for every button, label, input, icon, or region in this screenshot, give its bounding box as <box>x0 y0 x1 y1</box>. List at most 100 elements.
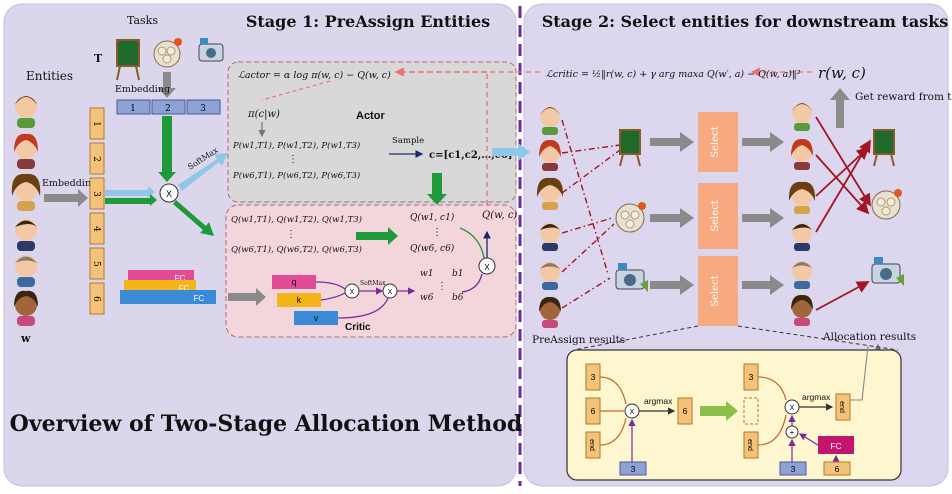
inset-left-tokens: 3 6 end <box>585 363 601 459</box>
attn-mult-label: X <box>388 289 393 296</box>
tasks-label: Tasks <box>127 14 158 27</box>
qk-mult-label: X <box>350 289 355 296</box>
inset-token: 3 <box>585 363 601 391</box>
inset-right-tokens: 3 end <box>743 363 759 459</box>
final-dumplings-icon <box>871 189 902 220</box>
entity-avatar-1 <box>15 96 37 128</box>
entity-avatar-6 <box>14 290 38 326</box>
s2-board-icon <box>619 129 641 167</box>
inset-plus-label: + <box>790 428 795 437</box>
k-block: k <box>277 293 321 307</box>
q-block: q <box>272 275 316 289</box>
svg-text:2: 2 <box>165 104 171 114</box>
entity-token: 1 <box>89 107 105 140</box>
inset-panel <box>566 349 902 481</box>
entity-token: 2 <box>89 142 105 175</box>
s2-entity-3 <box>536 177 564 210</box>
critic-w6: w6 <box>420 293 434 303</box>
inset-mult-1-label: X <box>630 409 635 416</box>
critic-w1: w1 <box>420 269 433 279</box>
critic-q-row1: Q(w1,T1), Q(w1,T2), Q(w1,T3) <box>231 214 362 225</box>
svg-text:3: 3 <box>749 372 754 382</box>
svg-text:q: q <box>291 277 296 287</box>
svg-text:3: 3 <box>591 372 596 382</box>
qk-path <box>315 281 346 301</box>
v-block: v <box>294 311 338 325</box>
task-embedding-box: 3 <box>186 99 221 115</box>
critic-q-row2: Q(w6,T1), Q(w6,T2), Q(w6,T3) <box>231 244 362 255</box>
svg-text:4: 4 <box>91 226 101 232</box>
svg-text:end: end <box>746 439 753 451</box>
inset-fc-box: FC <box>818 436 854 454</box>
task-embedding-row: 1 2 3 <box>116 99 221 115</box>
entity-embedding-arrow <box>44 189 88 207</box>
s2-entity-6 <box>539 296 561 328</box>
critic-b1: b1 <box>452 269 464 279</box>
s2-entity-1 <box>540 107 560 135</box>
alloc-entity-1 <box>792 103 812 131</box>
sample-to-critic-arrow <box>427 173 447 205</box>
entity-token: 3 <box>89 177 105 210</box>
select-outputs <box>742 132 784 295</box>
svg-text:2: 2 <box>91 156 101 162</box>
s2-entity-5 <box>540 262 560 290</box>
preassign-links <box>561 119 621 309</box>
svg-text:5: 5 <box>91 261 101 267</box>
inset-in3-box: 6 <box>823 461 851 476</box>
inset-argmax-1: argmax <box>644 396 673 406</box>
critic-green-arrow <box>356 227 398 245</box>
critic-curve-green <box>459 227 485 259</box>
inset-connector-right <box>737 325 899 351</box>
mult-node-1 <box>159 183 179 203</box>
task-embedding-box: 2 <box>151 99 186 115</box>
critic-vdots: ⋮ <box>286 229 296 240</box>
critic-q-c1: Q(w1, c1) <box>410 212 455 223</box>
allocated-entities <box>788 103 816 326</box>
alloc-entity-2 <box>791 138 813 170</box>
inset-right-curves <box>757 376 787 446</box>
stage1-title: Stage 1: PreAssign Entities <box>246 12 490 31</box>
task-board-icon <box>116 39 140 81</box>
stage2-title: Stage 2: Select entities for downstream … <box>542 12 949 31</box>
stage2-entity-avatars <box>536 107 564 328</box>
svg-text:6: 6 <box>835 464 840 474</box>
allocation-arrows <box>815 116 871 311</box>
inset-token: end <box>585 431 601 459</box>
attn-softmax-label: SoftMax <box>360 280 386 287</box>
actor-prob-row2: P(w6,T1), P(w6,T2), P(w6,T3) <box>232 170 360 181</box>
critic-b6: b6 <box>452 293 464 303</box>
inset-in2-box: 3 <box>779 461 807 476</box>
svg-text:Select: Select <box>710 126 721 158</box>
svg-text:Select: Select <box>710 275 721 307</box>
task-dumplings-icon <box>153 38 182 68</box>
actor-gradient-arrow <box>261 80 331 101</box>
select-inputs <box>650 132 694 295</box>
select-box-3: Select <box>698 256 738 326</box>
mult-node-1-label: X <box>166 189 172 199</box>
actor-box <box>227 61 517 203</box>
entity-avatar-2 <box>14 133 38 169</box>
inset-token: end <box>743 431 759 459</box>
fanin-arrows <box>105 116 176 206</box>
s2-entity-2 <box>539 139 561 171</box>
svg-text:v: v <box>314 313 319 323</box>
alloc-entity-6 <box>791 294 813 326</box>
fc-stack: FC FC FC <box>120 270 216 304</box>
fc-block: FC <box>120 290 216 304</box>
s2-dumplings-icon <box>615 202 646 233</box>
svg-text:3: 3 <box>791 464 796 474</box>
s2-entity-4 <box>540 223 560 251</box>
svg-text:3: 3 <box>91 191 101 197</box>
svg-text:FC: FC <box>175 274 186 283</box>
entity-avatar-3 <box>11 173 41 211</box>
inset-argmax-2: argmax <box>802 392 831 402</box>
w-label: w <box>20 332 31 345</box>
task-embedding-label: Embedding <box>115 84 170 95</box>
actor-prob-row1: P(w1,T1), P(w1,T2), P(w1,T3) <box>232 140 360 151</box>
critic-vdots-3: ⋮ <box>437 281 447 292</box>
svg-text:FC: FC <box>179 284 190 293</box>
inset-in1-box: 3 <box>619 461 647 476</box>
svg-text:6: 6 <box>91 296 101 302</box>
inset-out2-pointer <box>850 345 869 401</box>
inset-left-curves <box>599 376 627 446</box>
